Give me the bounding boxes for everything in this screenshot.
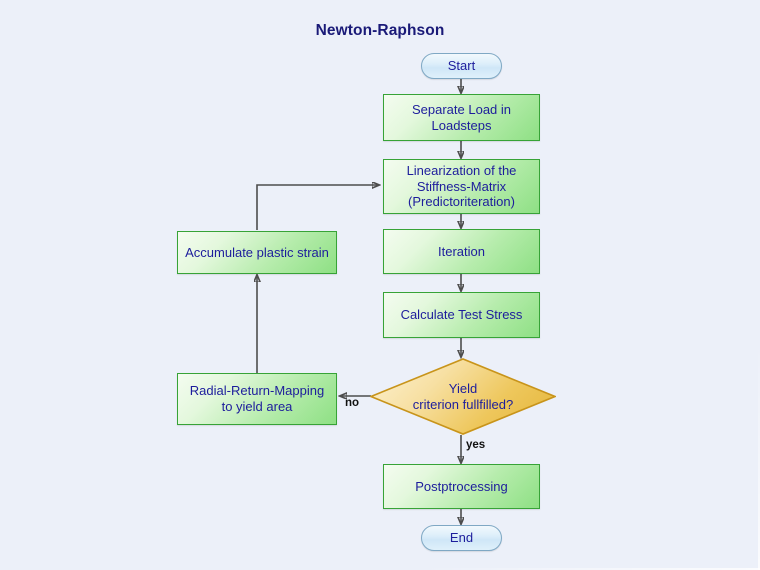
diagram-title: Newton-Raphson (315, 22, 445, 39)
node-calculate-test-stress-label: Calculate Test Stress (400, 307, 523, 323)
radial-line-1: Radial-Return-Mapping (189, 383, 325, 399)
node-radial-return-mapping[interactable]: Radial-Return-Mapping to yield area (177, 373, 337, 425)
node-accumulate-plastic-strain-label: Accumulate plastic strain (185, 244, 329, 260)
node-linearization[interactable]: Linearization of the Stiffness-Matrix (P… (383, 159, 540, 214)
node-yield-criterion-label: Yield criterion fullfilled? (370, 358, 556, 435)
linearize-line-2: Stiffness-Matrix (416, 178, 507, 194)
radial-line-2: to yield area (221, 399, 293, 414)
node-start-label: Start (447, 58, 476, 74)
linearize-line-3: (Predictoriteration) (408, 194, 515, 210)
node-separate-load[interactable]: Separate Load in Loadsteps (383, 94, 540, 141)
edge-label-no: no (345, 397, 360, 409)
decision-outline (370, 358, 556, 435)
edge-accumulate-linearize (256, 185, 379, 230)
edge-label-yes: yes (466, 439, 486, 451)
node-linearization-label: Linearization of the Stiffness-Matrix (P… (407, 163, 517, 211)
node-iteration-label: Iteration (438, 243, 485, 259)
node-end[interactable]: End (421, 525, 502, 551)
node-radial-return-mapping-label: Radial-Return-Mapping to yield area (190, 383, 324, 415)
separate-line-2: Loadsteps (431, 117, 492, 133)
yield-line-2: criterion fullfilled? (412, 396, 514, 412)
yield-line-1: Yield (448, 380, 478, 396)
node-yield-criterion[interactable]: Yield criterion fullfilled? (370, 358, 556, 435)
node-postprocessing[interactable]: Postptrocessing (383, 464, 540, 509)
node-calculate-test-stress[interactable]: Calculate Test Stress (383, 292, 540, 338)
node-iteration[interactable]: Iteration (383, 229, 540, 274)
node-postprocessing-label: Postptrocessing (415, 478, 508, 494)
node-start[interactable]: Start (421, 53, 502, 79)
separate-line-1: Separate Load in (411, 101, 512, 117)
node-accumulate-plastic-strain[interactable]: Accumulate plastic strain (177, 231, 337, 274)
linearize-line-1: Linearization of the (406, 162, 517, 178)
node-end-label: End (449, 530, 474, 546)
node-separate-load-label: Separate Load in Loadsteps (412, 102, 511, 134)
